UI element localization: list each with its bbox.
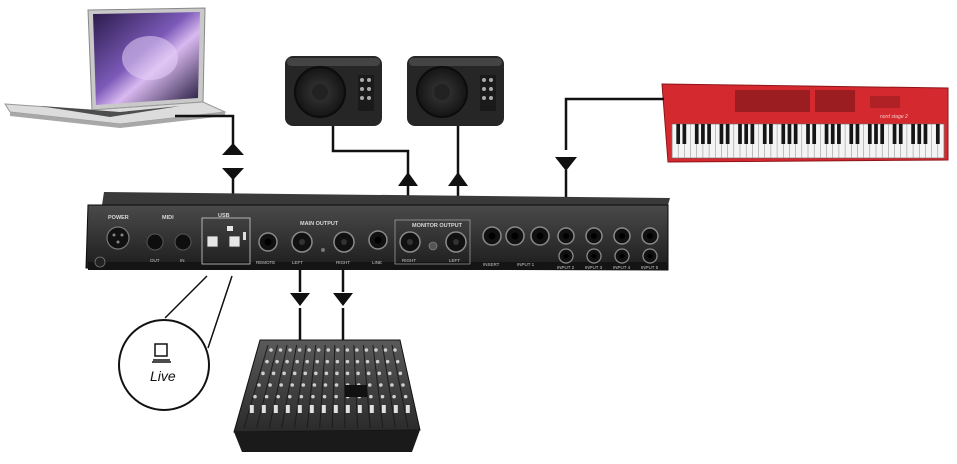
usb-port-2	[228, 235, 241, 248]
live-callout: Live	[118, 275, 233, 411]
audio-interface: POWER MIDI OUT IN USB REMOTE MAIN OUTPUT…	[85, 192, 670, 271]
power-connector	[106, 226, 130, 250]
insert-label: INSERT	[483, 262, 500, 267]
usb-cable-upper	[175, 114, 235, 153]
main-right-label: RIGHT	[336, 260, 350, 265]
speaker-left-cable	[331, 126, 410, 176]
input-3-label: INPUT 3	[585, 265, 603, 270]
usb-section	[201, 217, 251, 265]
input-5-label: INPUT 5	[641, 265, 659, 270]
midi-in-label: IN	[180, 258, 185, 263]
keyboard-brand: nord stage 2	[880, 114, 908, 120]
usb-label: USB	[218, 213, 230, 219]
keyboard-arrow-down	[555, 157, 577, 171]
input-jacks	[557, 227, 659, 264]
live-label: Live	[150, 368, 176, 384]
main-left-label: LEFT	[292, 260, 303, 265]
arrows	[222, 143, 577, 306]
main-left-arrow-down	[290, 293, 310, 306]
monitor-right-label: RIGHT	[402, 258, 416, 263]
keyboard-keys	[671, 124, 945, 158]
monitor-speaker-left	[285, 56, 382, 126]
midi-out-port	[146, 233, 164, 251]
midi-out-label: OUT	[150, 258, 160, 263]
usb-arrow-down	[222, 168, 244, 180]
input-1-label: INPUT 1	[517, 262, 535, 267]
mixer-channels	[243, 344, 410, 429]
usb-arrow-up	[222, 143, 244, 155]
laptop	[4, 7, 227, 128]
line-label: LINE	[372, 260, 382, 265]
monitor-output-label: MONITOR OUTPUT	[412, 223, 463, 229]
input-4-label: INPUT 4	[613, 265, 631, 270]
remote-label: REMOTE	[256, 260, 275, 265]
computer-icon	[152, 343, 171, 363]
main-output-label: MAIN OUTPUT	[300, 221, 339, 227]
main-right-arrow-down	[333, 293, 353, 306]
monitor-speaker-right	[407, 56, 504, 126]
monitor-right-arrow-up	[398, 172, 418, 186]
mixing-console	[233, 339, 421, 452]
keyboard-cable	[564, 97, 664, 150]
stage-keyboard: nord stage 2	[661, 83, 949, 163]
midi-label: MIDI	[162, 215, 174, 221]
input-2-label: INPUT 2	[557, 265, 575, 270]
callout-circle	[118, 319, 210, 411]
monitor-left-label: LEFT	[449, 258, 460, 263]
midi-in-port	[174, 233, 192, 251]
usb-port-1	[206, 235, 219, 248]
monitor-left-arrow-up	[448, 172, 468, 186]
power-label: POWER	[108, 215, 129, 221]
